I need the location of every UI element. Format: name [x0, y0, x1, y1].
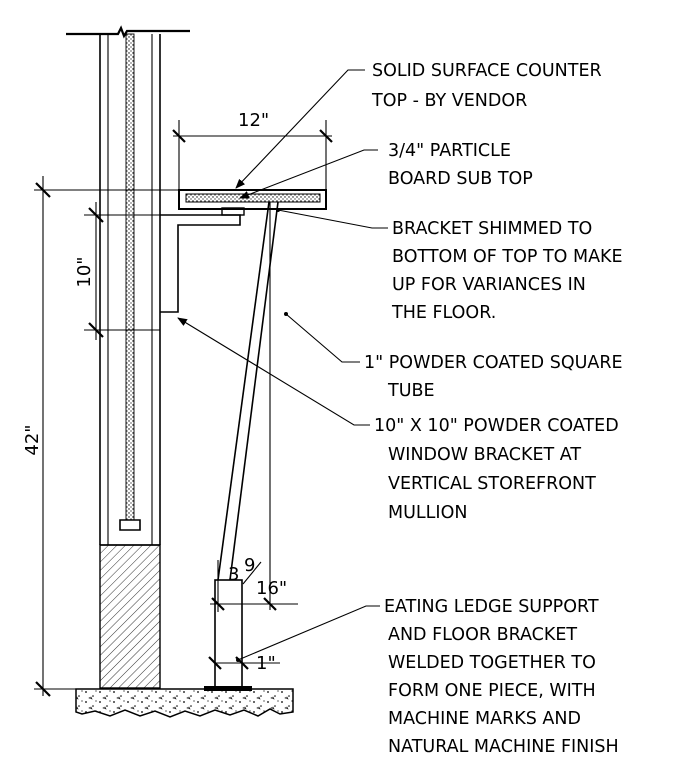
leader-square-tube — [284, 312, 360, 363]
note-bracket-shim: BRACKET SHIMMED TO BOTTOM OF TOP TO MAKE… — [391, 219, 623, 323]
note-line: AND FLOOR BRACKET — [388, 625, 577, 645]
dimension-label-42: 42" — [22, 424, 43, 455]
dimension-label-16: 16" — [256, 578, 287, 599]
note-line: WELDED TOGETHER TO — [388, 653, 596, 673]
note-line: 3/4" PARTICLE — [388, 141, 511, 161]
dimension-42-inch: 42" — [22, 176, 179, 697]
dimension-1-inch: 1" — [208, 653, 280, 674]
note-line: TUBE — [387, 381, 435, 401]
note-square-tube: 1" POWDER COATED SQUARE TUBE — [364, 353, 623, 401]
note-line: NATURAL MACHINE FINISH — [388, 737, 619, 757]
ledge-support-post — [204, 579, 252, 691]
dimension-label-3: 3 — [228, 564, 239, 585]
note-counter-top: SOLID SURFACE COUNTER TOP - BY VENDOR — [371, 61, 602, 111]
note-window-bracket: 10" X 10" POWDER COATED WINDOW BRACKET A… — [374, 416, 619, 523]
dimension-label-12: 12" — [238, 110, 269, 131]
dimension-label-9: 9 — [244, 555, 255, 576]
particle-board-sub-top — [185, 193, 321, 203]
solid-surface-counter-top — [178, 189, 327, 210]
leader-counter-top — [235, 69, 365, 189]
leader-bracket-shim — [276, 208, 388, 229]
leader-window-bracket — [177, 317, 370, 426]
dimension-label-1: 1" — [256, 653, 276, 674]
wall-base-hatching — [99, 544, 161, 689]
dimension-10-inch: 10" — [74, 202, 160, 340]
note-line: FORM ONE PIECE, WITH — [388, 681, 596, 701]
note-line: THE FLOOR. — [391, 303, 496, 323]
note-ledge-support: EATING LEDGE SUPPORT AND FLOOR BRACKET W… — [384, 597, 619, 757]
leader-ledge-support — [236, 605, 380, 662]
note-line: 1" POWDER COATED SQUARE — [364, 353, 623, 373]
note-line: BOARD SUB TOP — [388, 169, 533, 189]
note-line: MACHINE MARKS AND — [388, 709, 581, 729]
note-line: 10" X 10" POWDER COATED — [374, 416, 619, 436]
note-line: BRACKET SHIMMED TO — [392, 219, 592, 239]
note-line: WINDOW BRACKET AT — [388, 445, 581, 465]
note-line: VERTICAL STOREFRONT — [388, 474, 596, 494]
note-line: MULLION — [388, 503, 467, 523]
window-bracket — [160, 207, 245, 313]
leader-sub-top — [239, 149, 378, 199]
dimension-label-10: 10" — [74, 256, 95, 287]
note-line: EATING LEDGE SUPPORT — [384, 597, 599, 617]
powder-coated-square-tube — [217, 201, 279, 581]
note-line: UP FOR VARIANCES IN — [392, 275, 586, 295]
concrete-floor-slab — [75, 688, 294, 718]
dimension-12-inch: 12" — [172, 110, 333, 190]
dimension-3-9-16: 3 9 16" — [210, 202, 298, 612]
note-sub-top: 3/4" PARTICLE BOARD SUB TOP — [388, 141, 533, 189]
note-line: TOP - BY VENDOR — [371, 91, 527, 111]
storefront-mullion — [66, 25, 190, 546]
note-line: BOTTOM OF TOP TO MAKE — [392, 247, 623, 267]
note-line: SOLID SURFACE COUNTER — [372, 61, 602, 81]
